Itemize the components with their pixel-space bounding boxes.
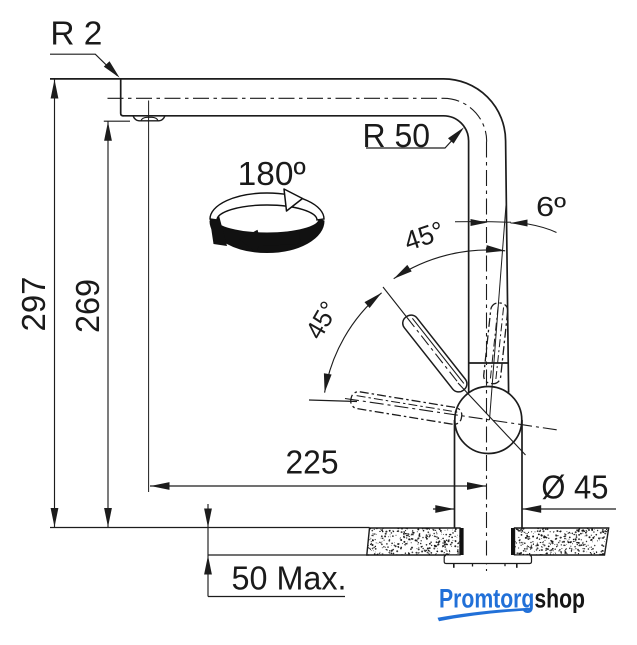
svg-text:R 50: R 50 (363, 117, 431, 154)
svg-text:225: 225 (286, 444, 339, 481)
svg-text:297: 297 (15, 277, 52, 332)
svg-text:50 Max.: 50 Max. (232, 561, 347, 598)
svg-text:Ø 45: Ø 45 (541, 469, 608, 506)
svg-text:Promtorgshop: Promtorgshop (439, 584, 585, 614)
svg-text:6º: 6º (536, 191, 566, 222)
svg-text:269: 269 (69, 279, 106, 333)
svg-text:180º: 180º (238, 155, 306, 192)
svg-text:R 2: R 2 (50, 15, 102, 52)
